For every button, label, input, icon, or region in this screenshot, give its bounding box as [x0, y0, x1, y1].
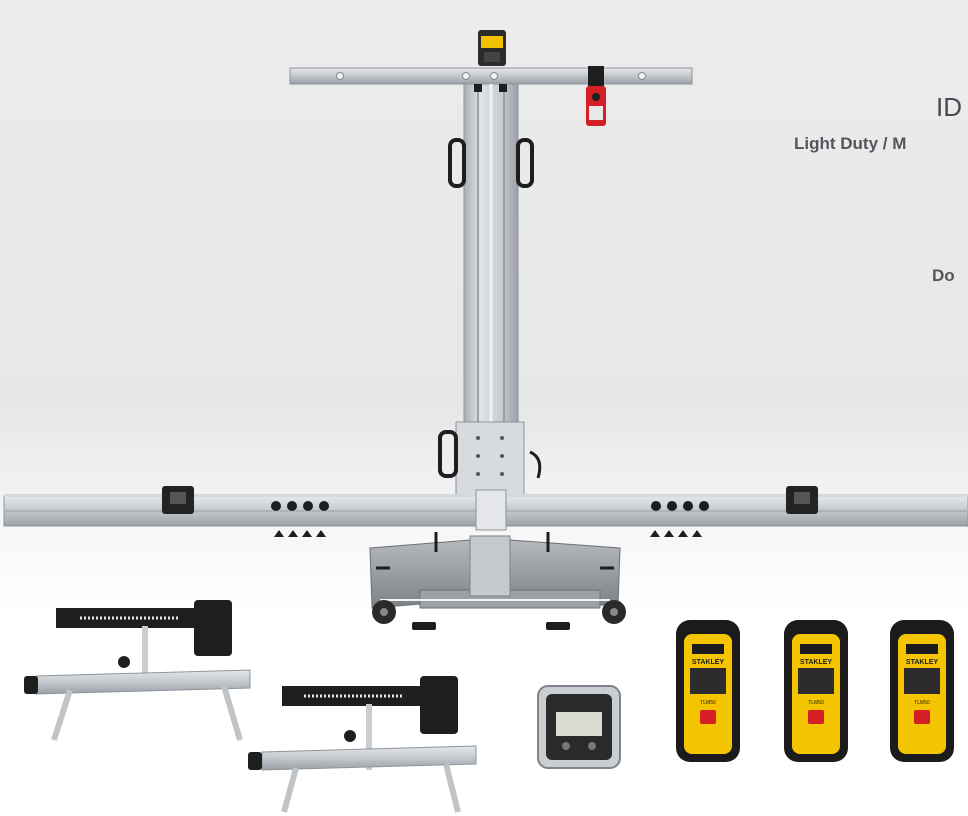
laser-level: [478, 30, 506, 66]
laser-measure-1: STAKLEY TLM50: [676, 620, 740, 762]
handle-upper-right: [516, 138, 534, 188]
brand-label: STAKLEY: [800, 659, 832, 666]
handle-lower-left: [438, 430, 458, 478]
product-subheading: Light Duty / M: [794, 134, 907, 153]
bar-clamp-right: [786, 486, 818, 514]
model-label: TLM50: [914, 700, 930, 706]
product-heading: ID: [936, 92, 962, 122]
wheel-clamp-right: [248, 676, 477, 813]
laser-distance-meter: [586, 66, 606, 126]
handle-upper-left: [448, 138, 466, 188]
calibration-frame: [3, 30, 968, 630]
wheeled-base: [369, 532, 626, 630]
model-label: TLM50: [700, 700, 716, 706]
brand-label: STAKLEY: [692, 659, 724, 666]
height-carriage: [455, 421, 525, 497]
wheel-clamp-left: [24, 600, 251, 741]
digital-inclinometer: [537, 685, 621, 769]
product-tagline: Do: [932, 266, 955, 285]
laser-measure-2: STAKLEY TLM50: [784, 620, 848, 762]
model-label: TLM50: [808, 700, 824, 706]
brand-label: STAKLEY: [906, 659, 938, 666]
bar-clamp-left: [162, 486, 194, 514]
laser-measure-3: STAKLEY TLM50: [890, 620, 954, 762]
